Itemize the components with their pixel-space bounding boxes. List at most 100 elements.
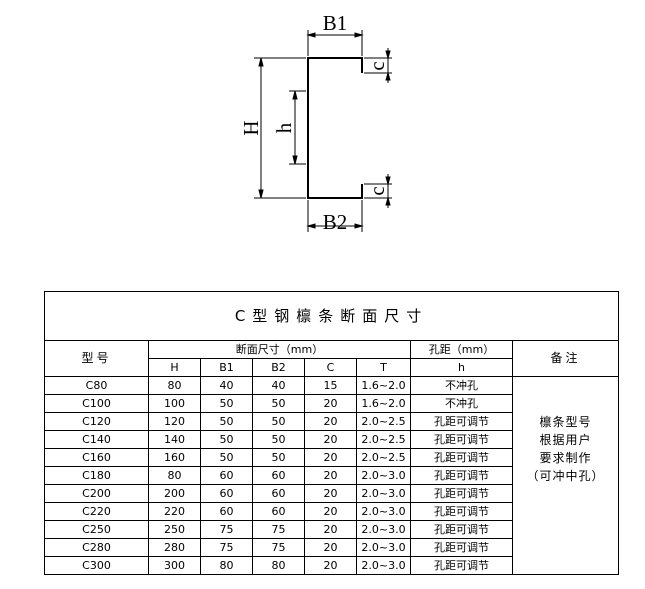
h-total-label: H (239, 120, 263, 135)
cell-b1: 50 (200, 412, 253, 431)
hole-distance-label: h (272, 122, 296, 133)
cell-b1: 50 (200, 394, 253, 413)
cell-hole: 孔距可调节 (410, 484, 513, 503)
cell-c: 20 (304, 538, 357, 557)
cell-h: 140 (148, 430, 201, 449)
subheader-h-total: H (148, 358, 201, 377)
cell-b1: 60 (200, 466, 253, 485)
cell-b1: 40 (200, 376, 253, 395)
cell-b1: 75 (200, 520, 253, 539)
cell-h: 250 (148, 520, 201, 539)
cell-model: C100 (44, 394, 149, 413)
subheader-t: T (356, 358, 411, 377)
cell-b2: 60 (252, 466, 305, 485)
cell-b2: 80 (252, 556, 305, 575)
cell-hole: 孔距可调节 (410, 538, 513, 557)
cell-model: C280 (44, 538, 149, 557)
cell-model: C120 (44, 412, 149, 431)
cell-b2: 60 (252, 502, 305, 521)
table-row: C160 160 50 50 20 2.0~2.5 孔距可调节 (44, 448, 619, 467)
cell-b1: 50 (200, 430, 253, 449)
remark-cell: 檩条型号 根据用户 要求制作 （可冲中孔） (511, 376, 620, 575)
cell-model: C300 (44, 556, 149, 575)
cell-t: 2.0~3.0 (356, 556, 411, 575)
cell-hole: 孔距可调节 (410, 520, 513, 539)
cell-t: 2.0~3.0 (356, 502, 411, 521)
cell-model: C160 (44, 448, 149, 467)
cell-c: 20 (304, 412, 357, 431)
cell-hole: 孔距可调节 (410, 430, 513, 449)
cell-model: C140 (44, 430, 149, 449)
remark-line: 要求制作 (539, 451, 592, 465)
header-section: 断面尺寸（mm） (148, 340, 411, 359)
cell-t: 2.0~2.5 (356, 412, 411, 431)
cell-model: C180 (44, 466, 149, 485)
cell-b2: 40 (252, 376, 305, 395)
table-row: C280 280 75 75 20 2.0~3.0 孔距可调节 (44, 538, 619, 557)
table-row: C300 300 80 80 20 2.0~3.0 孔距可调节 (44, 556, 619, 575)
cell-h: 200 (148, 484, 201, 503)
table-row: C80 80 40 40 15 1.6~2.0 不冲孔 檩条型号 根据用户 要求… (44, 376, 620, 575)
cell-c: 20 (304, 394, 357, 413)
cell-h: 120 (148, 412, 201, 431)
table-title: C型钢檩条断面尺寸 (43, 291, 620, 341)
spec-table: C型钢檩条断面尺寸 型号 断面尺寸（mm） 孔距（mm） 备注 H B1 B2 … (43, 291, 620, 575)
cell-model: C80 (44, 376, 149, 395)
c-bottom-label: c (365, 186, 389, 195)
cell-model: C200 (44, 484, 149, 503)
cell-hole: 孔距可调节 (410, 502, 513, 521)
cell-b2: 50 (252, 448, 305, 467)
cell-h: 160 (148, 448, 201, 467)
cell-t: 2.0~2.5 (356, 448, 411, 467)
cell-h: 80 (148, 376, 201, 395)
c-top-label: c (365, 61, 389, 70)
cell-t: 2.0~3.0 (356, 538, 411, 557)
cell-c: 20 (304, 448, 357, 467)
subheader-c: C (304, 358, 357, 377)
cell-hole: 孔距可调节 (410, 412, 513, 431)
cell-b2: 75 (252, 520, 305, 539)
remark-line: 檩条型号 (539, 415, 592, 429)
cell-t: 2.0~3.0 (356, 484, 411, 503)
header-model: 型号 (44, 340, 149, 377)
cell-h: 300 (148, 556, 201, 575)
cell-h: 220 (148, 502, 201, 521)
cell-b2: 50 (252, 394, 305, 413)
cell-b1: 50 (200, 448, 253, 467)
cell-b1: 75 (200, 538, 253, 557)
cell-h: 80 (148, 466, 201, 485)
subheader-b2: B2 (252, 358, 305, 377)
cell-hole: 孔距可调节 (410, 448, 513, 467)
cell-b2: 75 (252, 538, 305, 557)
cell-t: 2.0~2.5 (356, 430, 411, 449)
cell-c: 20 (304, 520, 357, 539)
cell-b2: 50 (252, 430, 305, 449)
cell-hole: 不冲孔 (410, 376, 513, 395)
cell-c: 20 (304, 484, 357, 503)
c-profile (307, 57, 363, 199)
cell-c: 20 (304, 430, 357, 449)
subheader-hole-h: h (410, 358, 513, 377)
cell-c: 20 (304, 502, 357, 521)
cell-hole: 孔距可调节 (410, 466, 513, 485)
cell-t: 1.6~2.0 (356, 376, 411, 395)
cell-t: 2.0~3.0 (356, 520, 411, 539)
cell-c: 15 (304, 376, 357, 395)
cell-b2: 50 (252, 412, 305, 431)
cell-h: 280 (148, 538, 201, 557)
cell-h: 100 (148, 394, 201, 413)
cell-hole: 孔距可调节 (410, 556, 513, 575)
cell-model: C250 (44, 520, 149, 539)
header-remark: 备注 (511, 340, 620, 377)
c-section-diagram: B1 B2 H h c c (239, 11, 392, 234)
cell-t: 1.6~2.0 (356, 394, 411, 413)
cell-b1: 60 (200, 484, 253, 503)
cell-c: 20 (304, 556, 357, 575)
remark-line: 根据用户 (539, 433, 592, 447)
cell-b1: 80 (200, 556, 253, 575)
cell-b2: 60 (252, 484, 305, 503)
cell-b1: 60 (200, 502, 253, 521)
table-row: C250 250 75 75 20 2.0~3.0 孔距可调节 (44, 520, 619, 539)
cell-c: 20 (304, 466, 357, 485)
header-hole: 孔距（mm） (410, 340, 513, 359)
